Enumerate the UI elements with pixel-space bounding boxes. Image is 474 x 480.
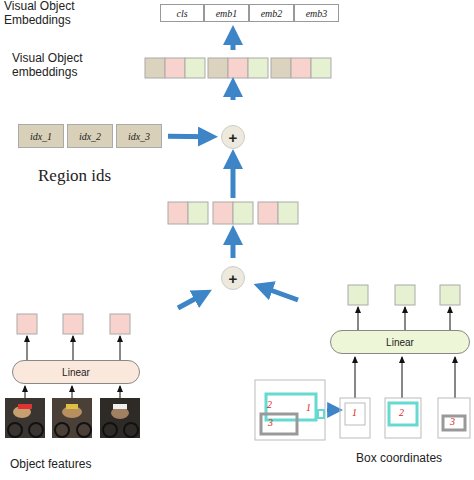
- feature-squares: [17, 314, 130, 334]
- node-text: +: [229, 270, 238, 287]
- linear-layer: Linear: [12, 360, 140, 384]
- region-id-box: idx_2: [67, 124, 113, 148]
- sum-squares: [168, 202, 298, 224]
- box-squares: [348, 285, 460, 305]
- embedding-box: emb3: [294, 4, 339, 22]
- node-text: emb2: [261, 8, 283, 19]
- node-text: idx_1: [30, 131, 52, 142]
- embedding-box: emb1: [204, 4, 249, 22]
- embedding-box: emb2: [249, 4, 294, 22]
- sum-circle: +: [221, 266, 245, 290]
- callout-number: 2: [267, 399, 272, 411]
- flow-arrow: [168, 134, 209, 139]
- section-label: Visual Object embeddings: [12, 52, 104, 80]
- node-text: idx_3: [128, 131, 150, 142]
- node-text: +: [229, 129, 238, 146]
- node-text: Linear: [62, 367, 90, 378]
- callout-number: 3: [268, 417, 273, 429]
- region-id-box: idx_3: [116, 124, 162, 148]
- section-label: Object features: [10, 458, 140, 472]
- box-coordinate-figure: [255, 380, 470, 440]
- linear-layer: Linear: [330, 330, 470, 354]
- flow-arrows: [178, 34, 336, 410]
- node-text: Linear: [386, 337, 414, 348]
- embedding-squares: [145, 58, 331, 78]
- section-label: Visual Object Embeddings: [4, 0, 96, 28]
- callout-number: 1: [352, 407, 357, 419]
- section-label: Region ids: [38, 166, 168, 186]
- sum-circle: +: [221, 125, 245, 149]
- section-label: Box coordinates: [356, 452, 472, 466]
- callout-number: 3: [450, 416, 455, 428]
- object-images: [5, 398, 140, 438]
- node-text: emb3: [306, 8, 328, 19]
- callout-number: 1: [306, 402, 311, 414]
- embedding-box: cls: [160, 4, 204, 22]
- node-text: emb1: [216, 8, 238, 19]
- region-id-box: idx_1: [18, 124, 64, 148]
- callout-number: 2: [399, 407, 404, 419]
- node-text: idx_2: [79, 131, 101, 142]
- node-text: cls: [176, 8, 187, 19]
